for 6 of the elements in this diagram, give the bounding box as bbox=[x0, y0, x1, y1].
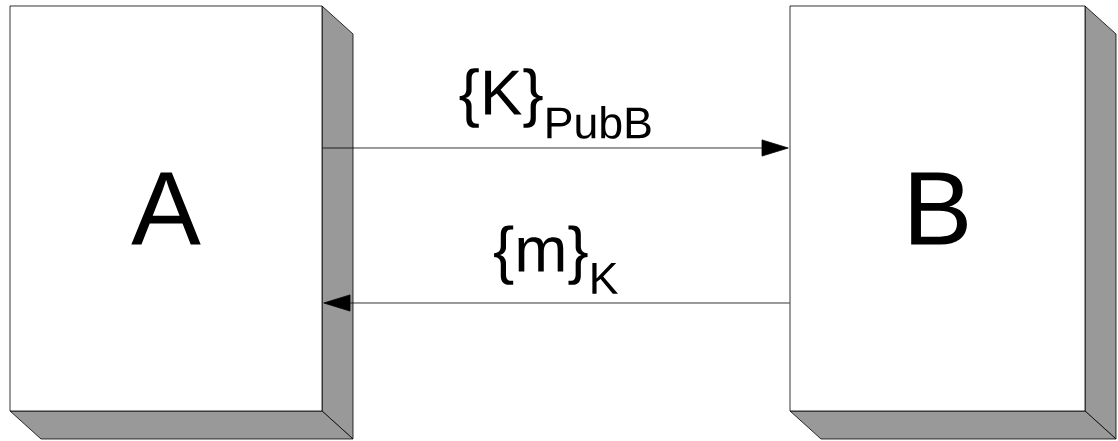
arrow bbox=[323, 294, 790, 312]
arrow bbox=[322, 139, 789, 157]
block-box: B bbox=[789, 5, 1117, 440]
edge-label: {K}$_{PubB}$ bbox=[457, 67, 655, 140]
block-box: A bbox=[9, 5, 354, 440]
edge-label: {m}$_{K}$ bbox=[492, 224, 620, 295]
